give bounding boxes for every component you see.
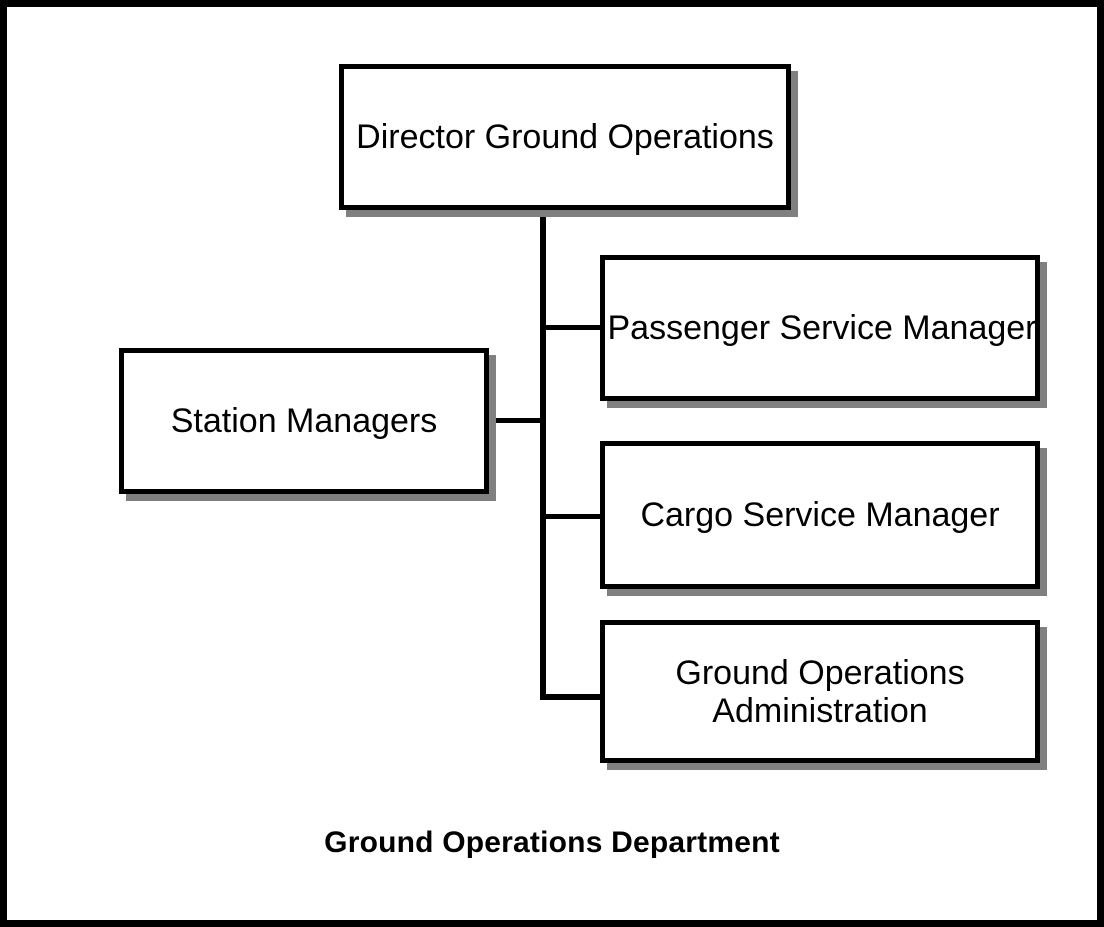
org-node-admin-label-line2: Administration: [712, 691, 928, 730]
org-node-cargo-service-manager[interactable]: Cargo Service Manager: [600, 441, 1040, 589]
org-node-admin-label-line1: Ground Operations: [675, 653, 965, 692]
connector-trunk-vertical: [540, 208, 546, 700]
org-node-director-label: Director Ground Operations: [356, 118, 774, 156]
connector-to-station: [486, 418, 544, 423]
org-node-director[interactable]: Director Ground Operations: [339, 64, 791, 210]
connector-to-cargo: [544, 514, 602, 519]
org-node-ground-operations-administration[interactable]: Ground Operations Administration: [600, 620, 1040, 763]
connector-to-passenger: [544, 325, 602, 330]
diagram-caption: Ground Operations Department: [324, 826, 780, 859]
org-node-passenger-service-manager[interactable]: Passenger Service Manager: [600, 255, 1040, 401]
org-node-cargo-service-manager-label: Cargo Service Manager: [640, 496, 1000, 534]
org-node-station-managers-label: Station Managers: [170, 402, 438, 440]
org-node-ground-operations-administration-label: Ground Operations Administration: [675, 654, 964, 730]
org-node-passenger-service-manager-label: Passenger Service Manager: [607, 309, 1037, 347]
connector-to-admin: [540, 694, 602, 700]
org-node-station-managers[interactable]: Station Managers: [119, 348, 489, 494]
